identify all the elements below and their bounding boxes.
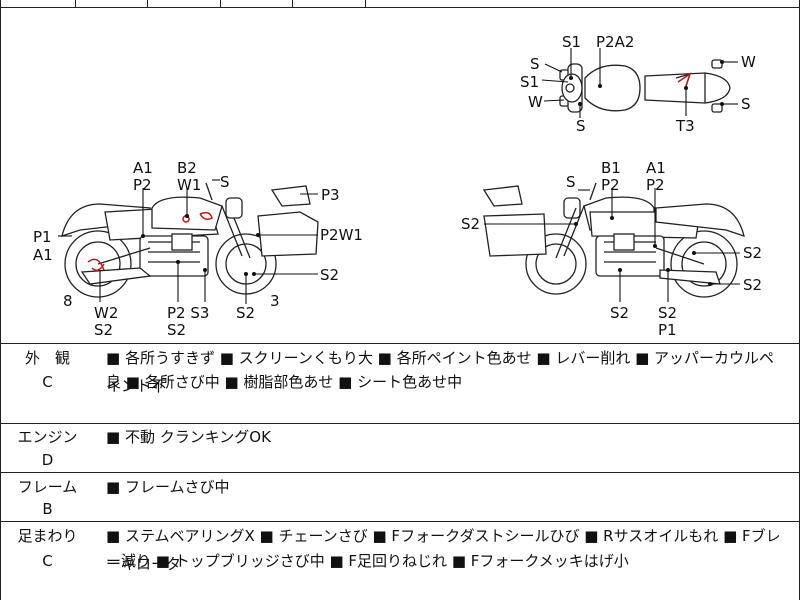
col-divider (365, 0, 366, 8)
section-name: 足まわり (17, 527, 78, 545)
label-a1-left: A1 (33, 246, 53, 264)
right-side-view: B1 P2 A1 P2 S S2 S2 S2 S2 S2 P1 (461, 159, 762, 339)
label-s2-bm: S2 (236, 304, 255, 322)
label-a1-top: A1 (133, 159, 153, 177)
label-s2-right-b2: S2 (658, 304, 677, 322)
section-grade: B (42, 500, 53, 518)
label-a1-right: A1 (646, 159, 666, 177)
section-line: ■ フレームさび中 (106, 478, 230, 496)
section-name: フレーム (17, 478, 78, 496)
label-t3: T3 (675, 117, 695, 135)
top-view: S1 P2A2 S S1 W S W S T3 (520, 33, 756, 135)
label-w-right: W (741, 53, 756, 71)
section-line: ー減り ■ トップブリッジさび中 ■ F足回りねじれ ■ Fフォークメッキはげ小 (106, 552, 629, 570)
section-divider (0, 521, 800, 522)
label-p2a2: P2A2 (596, 33, 634, 51)
motorcycle-diagram: S1 P2A2 S S1 W S W S T3 (33, 33, 762, 339)
label-p2-top: P2 (133, 176, 152, 194)
section-grade: C (42, 552, 53, 570)
col-divider (75, 0, 76, 8)
section-line: ■ 不動 クランキングOK (106, 428, 271, 446)
label-p2w1: P2W1 (320, 226, 363, 244)
label-s2-right: S2 (320, 266, 339, 284)
section-grade: D (41, 451, 54, 469)
label-s-left: S (530, 55, 540, 73)
label-s2-right-bottom: S2 (610, 304, 629, 322)
label-w2: W2 (94, 304, 118, 322)
label-s1-top: S1 (562, 33, 581, 51)
label-s2-right-left: S2 (461, 215, 480, 233)
label-s-bottom: S (576, 117, 586, 135)
label-p3: P3 (321, 186, 340, 204)
col-divider (220, 0, 221, 8)
label-p1: P1 (33, 228, 52, 246)
label-s2-right-r2: S2 (743, 276, 762, 294)
section-grade: C (42, 373, 53, 391)
top-border (0, 7, 800, 8)
label-p1-right: P1 (658, 321, 677, 339)
label-w-left: W (528, 93, 543, 111)
section-name: 外 観 (24, 349, 70, 367)
section-divider (0, 343, 800, 344)
section-divider (0, 472, 800, 473)
section-line: ■ ステムベアリングX ■ チェーンさび ■ Fフォークダストシールひび ■ R… (106, 527, 781, 573)
label-p2s3: P2 S3 (167, 304, 209, 322)
left-side-view: A1 P2 B2 W1 S P3 P1 A1 P2W1 S2 8 3 W2 S2… (33, 159, 363, 339)
section-line: 良 ■ 各所さび中 ■ 樹脂部色あせ ■ シート色あせ中 (106, 373, 463, 391)
label-8: 8 (63, 292, 73, 310)
col-divider (147, 0, 148, 8)
label-s-top: S (220, 173, 230, 191)
section-name: エンジン (17, 428, 78, 446)
label-b2: B2 (177, 159, 197, 177)
label-s-right-top: S (566, 173, 576, 191)
label-s2-bc: S2 (167, 321, 186, 339)
label-w1: W1 (177, 176, 201, 194)
label-p2-right-a: P2 (646, 176, 665, 194)
label-s2-bl: S2 (94, 321, 113, 339)
label-p2-right-top: P2 (601, 176, 620, 194)
label-s-right: S (741, 95, 751, 113)
col-divider (292, 0, 293, 8)
label-s2-right-r1: S2 (743, 244, 762, 262)
label-s1-left: S1 (520, 73, 539, 91)
section-divider (0, 423, 800, 424)
section-line: ■ 各所うすきず ■ スクリーンくもり大 ■ 各所ペイント色あせ ■ レバー削れ… (106, 349, 775, 395)
label-3: 3 (270, 292, 280, 310)
label-b1: B1 (601, 159, 621, 177)
